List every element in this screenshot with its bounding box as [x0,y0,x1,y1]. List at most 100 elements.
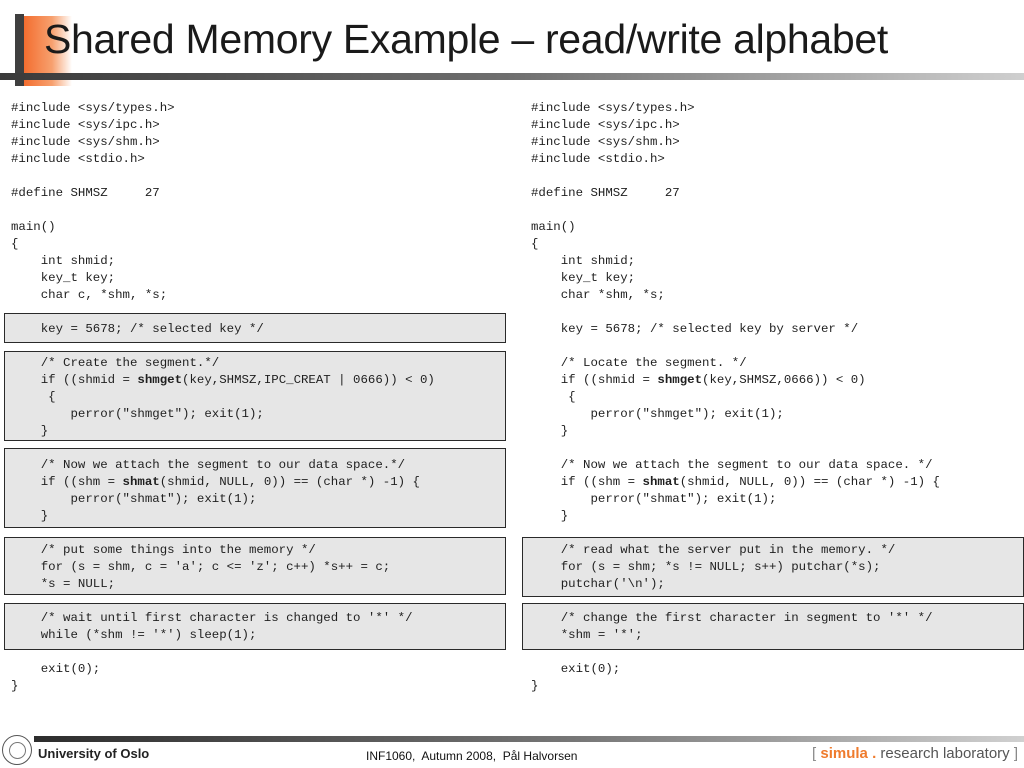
code-line: int shmid; [531,253,940,270]
code-text: #include <sys/types.h> [11,101,175,115]
code-text: /* Locate the segment. */ [531,356,747,370]
code-text: (key,SHMSZ,IPC_CREAT | 0666)) < 0) [182,373,435,387]
code-text: char c, *shm, *s; [11,288,168,302]
code-text: exit(0); [531,662,621,676]
code-line [531,304,940,321]
function-name: shmget [137,373,183,387]
code-text: key_t key; [531,271,636,285]
code-line [531,644,940,661]
code-line: #include <sys/types.h> [11,100,435,117]
course-info: INF1060, Autumn 2008, Pål Halvorsen [366,749,578,763]
code-line [531,338,940,355]
code-line [531,440,940,457]
code-line: key = 5678; /* selected key by server */ [531,321,940,338]
university-name: University of Oslo [38,746,150,761]
code-line: #include <stdio.h> [531,151,940,168]
code-text: /* Now we attach the segment to our data… [11,458,406,472]
code-line: #include <sys/ipc.h> [11,117,435,134]
code-text: key = 5678; /* selected key by server */ [531,322,859,336]
code-line [11,304,435,321]
code-line: exit(0); [11,661,435,678]
code-text: } [531,509,569,523]
code-line: main() [531,219,940,236]
code-text: for (s = shm; *s != NULL; s++) putchar(*… [531,560,881,574]
code-line: perror("shmget"); exit(1); [531,406,940,423]
code-line: /* Create the segment.*/ [11,355,435,372]
code-line: } [11,423,435,440]
code-text: (key,SHMSZ,0666)) < 0) [702,373,866,387]
code-line: char *shm, *s; [531,287,940,304]
title-underline [0,73,1024,80]
code-line: key_t key; [531,270,940,287]
function-name: shmget [657,373,703,387]
code-line: } [531,423,940,440]
code-line: #include <sys/types.h> [531,100,940,117]
code-line: } [531,678,940,695]
code-text: #include <sys/ipc.h> [531,118,680,132]
code-text: perror("shmget"); exit(1); [11,407,264,421]
code-line: { [531,236,940,253]
code-line: main() [11,219,435,236]
slide-title: Shared Memory Example – read/write alpha… [44,16,888,62]
code-text: *s = NULL; [11,577,116,591]
code-text: { [531,390,576,404]
code-text: if ((shm = [531,475,643,489]
code-text: main() [531,220,576,234]
code-text: #include <stdio.h> [531,152,665,166]
code-text: /* Create the segment.*/ [11,356,220,370]
code-text: { [11,390,56,404]
code-text: #include <sys/shm.h> [11,135,160,149]
simula-logo: [ simula . research laboratory ] [812,745,1018,762]
code-line: perror("shmget"); exit(1); [11,406,435,423]
code-text: } [11,424,49,438]
code-line: exit(0); [531,661,940,678]
code-text: main() [11,220,56,234]
footer-divider [34,736,1024,742]
function-name: shmat [642,475,680,489]
code-line: #define SHMSZ 27 [11,185,435,202]
code-text: #include <sys/ipc.h> [11,118,160,132]
code-text: key_t key; [11,271,116,285]
code-line: } [531,508,940,525]
code-text: key = 5678; /* selected key */ [11,322,264,336]
code-text: #include <stdio.h> [11,152,145,166]
code-text: { [11,237,19,251]
code-line: { [11,389,435,406]
code-line [11,440,435,457]
code-line: *shm = '*'; [531,627,940,644]
code-text: while (*shm != '*') sleep(1); [11,628,257,642]
code-text: #include <sys/shm.h> [531,135,680,149]
code-line: #include <sys/shm.h> [531,134,940,151]
code-text: perror("shmat"); exit(1); [11,492,257,506]
code-text: if ((shmid = [11,373,138,387]
code-text: /* Now we attach the segment to our data… [531,458,933,472]
code-text: exit(0); [11,662,101,676]
code-text: int shmid; [531,254,636,268]
code-line: *s = NULL; [11,576,435,593]
code-line [531,168,940,185]
code-line: #include <sys/shm.h> [11,134,435,151]
code-line: if ((shm = shmat(shmid, NULL, 0)) == (ch… [531,474,940,491]
code-text: } [11,509,49,523]
code-text: perror("shmat"); exit(1); [531,492,777,506]
code-line: putchar('\n'); [531,576,940,593]
code-text: { [531,237,539,251]
code-line: #define SHMSZ 27 [531,185,940,202]
code-text: perror("shmget"); exit(1); [531,407,784,421]
code-text: *shm = '*'; [531,628,643,642]
code-text: /* read what the server put in the memor… [531,543,896,557]
code-line [11,202,435,219]
code-line [11,338,435,355]
code-line: } [11,678,435,695]
code-text: if ((shm = [11,475,123,489]
code-line [531,593,940,610]
code-line: /* change the first character in segment… [531,610,940,627]
code-text: (shmid, NULL, 0)) == (char *) -1) { [679,475,940,489]
code-line: /* Now we attach the segment to our data… [531,457,940,474]
code-line: } [11,508,435,525]
code-text: int shmid; [11,254,116,268]
code-line: /* Now we attach the segment to our data… [11,457,435,474]
code-line [11,644,435,661]
code-line: key_t key; [11,270,435,287]
code-line [11,168,435,185]
